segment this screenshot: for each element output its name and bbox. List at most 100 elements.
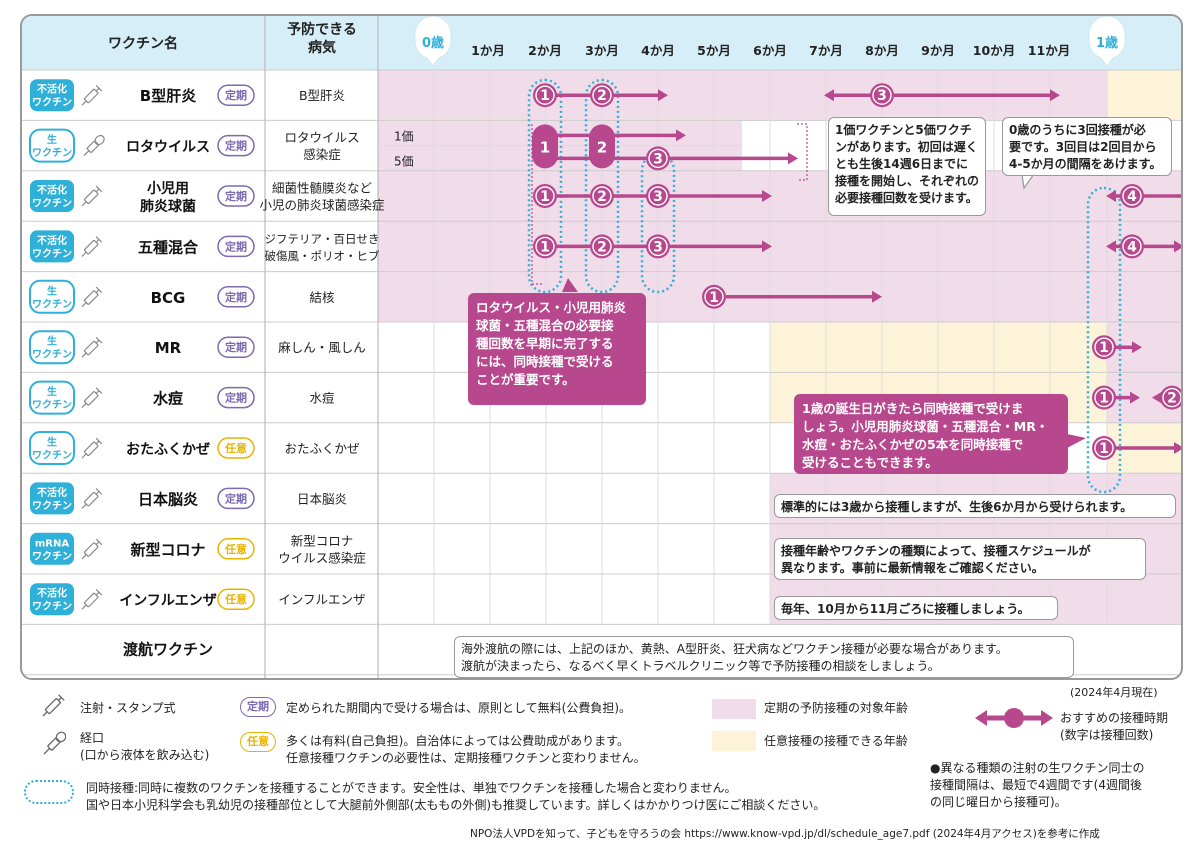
disease-name: B型肝炎 xyxy=(299,88,345,103)
syringe-icon xyxy=(81,336,103,358)
vaccine-name: 水痘 xyxy=(153,390,183,408)
kind-badge xyxy=(217,134,255,157)
note-rota: 1価ワクチンと5価ワクチ ンがあります。初回は遅く とも生後14週6日までに 接… xyxy=(828,117,986,216)
dose-number: 1 xyxy=(709,290,719,306)
shade-cream xyxy=(1107,70,1181,121)
vaccine-type-badge: 不活化ワクチン xyxy=(32,486,72,512)
disease-name: 日本脳炎 xyxy=(297,491,347,506)
header-vaccine: ワクチン名 xyxy=(108,35,178,52)
dose-circle-ring xyxy=(592,186,612,206)
vaccine-type-badge: 不活化ワクチン xyxy=(32,83,72,109)
dose-number: 2 xyxy=(597,138,607,156)
shade-pink xyxy=(378,170,1181,222)
injection-icon xyxy=(42,694,65,717)
vaccine-name: インフルエンザ xyxy=(119,593,217,609)
kind-badge xyxy=(217,487,255,510)
disease-name: ロタウイルス感染症 xyxy=(284,130,359,162)
dose-circle-ring xyxy=(1162,387,1181,408)
arrow-head xyxy=(1152,391,1162,404)
dose-number: 3 xyxy=(653,151,663,167)
kind-badge xyxy=(217,437,255,459)
dose-circle-ring xyxy=(535,186,555,206)
kind-badge-label: 定期 xyxy=(225,290,247,304)
legend-teiki: 定められた期間内で受ける場合は、原則として無料(公費負担)。 xyxy=(286,701,632,715)
note-simultaneous: ロタウイルス・小児用肺炎 球菌・五種混合の必要接 種回数を早期に完了する には、… xyxy=(468,293,646,405)
legend-pink: 定期の予防接種の対象年齢 xyxy=(764,701,909,715)
age-one-marker xyxy=(1088,16,1126,67)
badge-bg xyxy=(29,128,75,163)
dose-number: 1 xyxy=(540,239,550,255)
arrow-head xyxy=(872,290,882,303)
arrow-head xyxy=(1174,442,1181,454)
age-label: 4か月 xyxy=(641,43,675,58)
arrow-head xyxy=(658,89,668,102)
legend-nini: 多くは有料(自己負担)。自治体によっては公費助成があります。 任意接種ワクチンの… xyxy=(286,734,646,765)
shade-pink xyxy=(378,221,1181,272)
arrow-head xyxy=(1106,240,1116,253)
dose-pill xyxy=(532,124,558,169)
disease-name: 麻しん・風しん xyxy=(278,340,366,355)
dose-number: 1 xyxy=(1099,340,1109,356)
kind-badge-label: 定期 xyxy=(225,139,247,153)
kind-badge xyxy=(217,286,255,308)
vaccine-name: 新型コロナ xyxy=(130,541,205,559)
age-label: 5か月 xyxy=(697,43,731,58)
kind-badge-label: 任意 xyxy=(224,592,247,606)
bracket xyxy=(797,123,808,181)
age-zero-marker xyxy=(414,16,452,67)
note-japanese-encephalitis: 標準的には3歳から接種しますが、生後6か月から受けられます。 xyxy=(774,494,1176,518)
age-label: 2か月 xyxy=(528,43,562,58)
dose-circle-ring xyxy=(535,85,555,105)
kind-badge xyxy=(217,84,255,106)
dose-number: 3 xyxy=(877,88,887,104)
arrow-head xyxy=(676,129,686,142)
disease-name: インフルエンザ xyxy=(278,592,365,607)
vaccine-type-badge: 不活化ワクチン xyxy=(32,587,72,613)
vaccine-name: ロタウイルス xyxy=(126,140,210,156)
age-label: 6か月 xyxy=(753,43,787,58)
arrow-head xyxy=(762,240,772,253)
kind-badge xyxy=(217,336,255,358)
callout-pointer xyxy=(1067,434,1086,448)
kind-badge-label: 定期 xyxy=(225,340,247,354)
simultaneous-ring xyxy=(584,78,620,294)
vaccine-name: B型肝炎 xyxy=(140,87,196,105)
kind-badge-label: 定期 xyxy=(225,88,247,102)
dose-number: 3 xyxy=(653,239,663,255)
recommended-arrow-icon xyxy=(975,708,1053,728)
dose-circle-ring xyxy=(648,236,668,257)
bracket xyxy=(531,124,544,285)
arrow-head xyxy=(788,152,798,165)
kind-badge-label: 定期 xyxy=(225,239,247,253)
dose-number: 1 xyxy=(540,88,550,104)
badge-bg xyxy=(30,180,74,212)
vaccine-name: MR xyxy=(155,339,182,357)
dose-circle-ring xyxy=(872,85,892,105)
dose-number: 2 xyxy=(1167,391,1177,407)
badge-bg xyxy=(30,583,74,616)
legend-interval: ●異なる種類の注射の生ワクチン同士の 接種間隔は、最短で4週間です(4週間後 の… xyxy=(930,761,1145,809)
syringe-icon xyxy=(81,286,103,308)
badge-bg xyxy=(29,279,75,314)
dose-number: 4 xyxy=(1127,189,1137,205)
vaccine-type-badge: 生ワクチン xyxy=(32,436,72,462)
note-hepb: 0歳のうちに3回接種が必 要です。3回目は2回目から 4-5か月の間隔をあけます… xyxy=(1002,117,1172,176)
dose-number: 1 xyxy=(1099,441,1109,457)
dose-circle-ring xyxy=(648,148,668,169)
kind-badge-label: 定期 xyxy=(225,491,247,505)
legend-nini-badge: 任意 xyxy=(240,732,276,752)
legend-cream-swatch xyxy=(712,731,756,751)
note-travel: 海外渡航の際には、上記のほか、黄熱、A型肝炎、狂犬病などワクチン接種が必要な場合… xyxy=(454,636,1074,678)
dose-circle-ring xyxy=(592,236,612,257)
age-label: 11か月 xyxy=(1028,43,1070,58)
dose-number: 1 xyxy=(1099,391,1109,407)
note-one-year: 1歳の誕生日がきたら同時接種で受けま しょう。小児用肺炎球菌・五種混合・MR・ … xyxy=(794,394,1068,474)
dose-number: 2 xyxy=(597,189,607,205)
syringe-icon xyxy=(81,538,103,560)
kind-badge xyxy=(217,235,255,258)
dose-number: 1 xyxy=(540,189,550,205)
dose-number: 1 xyxy=(540,138,550,156)
vaccine-name: 五種混合 xyxy=(138,238,199,256)
dropper-icon xyxy=(83,134,105,157)
